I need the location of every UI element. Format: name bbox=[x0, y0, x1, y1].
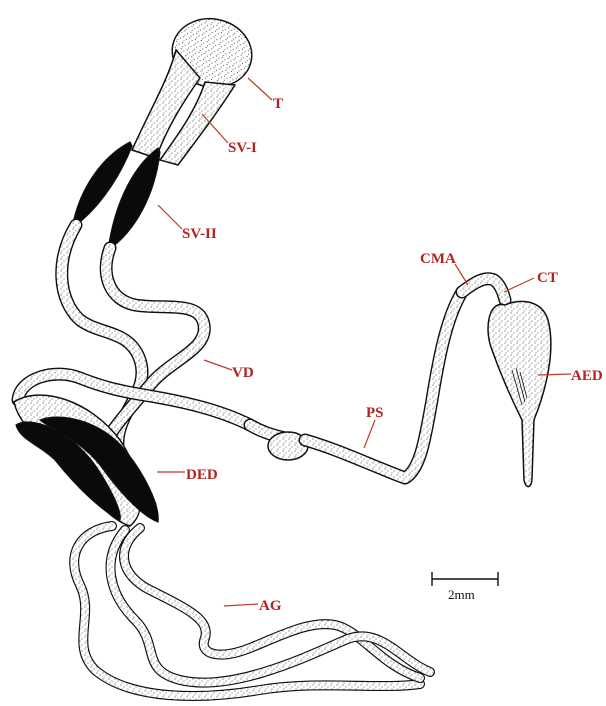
label-t: T bbox=[273, 96, 283, 112]
label-aed: AED bbox=[571, 368, 603, 384]
label-cma: CMA bbox=[420, 251, 456, 267]
leader-ct bbox=[504, 278, 534, 292]
label-sv-ii: SV-II bbox=[182, 226, 217, 242]
leader-t bbox=[248, 78, 272, 100]
label-ps: PS bbox=[366, 405, 384, 421]
leader-ag bbox=[224, 604, 258, 606]
label-ct: CT bbox=[537, 270, 558, 286]
scale-bar-label: 2mm bbox=[448, 587, 475, 602]
label-vd: VD bbox=[232, 365, 254, 381]
seminal-vesicle-ii bbox=[72, 142, 160, 250]
leader-sv-ii bbox=[158, 205, 182, 229]
penis-sheath bbox=[250, 292, 462, 478]
accessory-ejaculatory-duct bbox=[488, 301, 551, 486]
leader-ps bbox=[364, 420, 375, 448]
label-sv-i: SV-I bbox=[228, 140, 257, 156]
dilated-ejaculatory-duct bbox=[14, 395, 158, 526]
scale-bar: 2mm bbox=[432, 572, 498, 602]
caecum-attachment bbox=[462, 279, 505, 300]
albumen-gland bbox=[74, 526, 430, 696]
leader-vd bbox=[204, 360, 232, 370]
label-ded: DED bbox=[186, 467, 218, 483]
label-ag: AG bbox=[259, 598, 282, 614]
leader-cma bbox=[455, 264, 468, 285]
